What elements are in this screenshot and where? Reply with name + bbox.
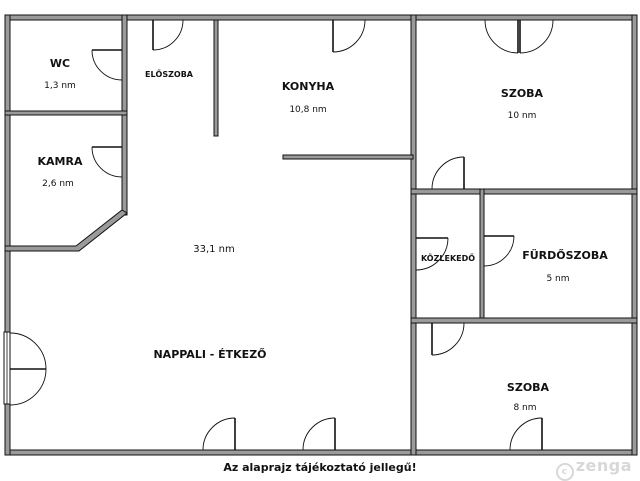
door-szoba1 <box>431 156 465 190</box>
door-konyha <box>332 19 366 53</box>
room-name-szoba-2: SZOBA <box>507 381 550 394</box>
room-name-konyha: KONYHA <box>282 80 335 93</box>
door-wc <box>91 49 123 81</box>
door-nappali-1 <box>202 417 236 451</box>
watermark-text: zenga <box>575 456 632 475</box>
doors <box>9 19 554 451</box>
outer-walls <box>4 14 638 456</box>
room-name-furdo: FÜRDŐSZOBA <box>522 248 608 262</box>
window <box>3 331 11 405</box>
room-name-kozlekedo: KÖZLEKEDŐ <box>421 253 475 263</box>
room-area-furdo: 5 nm <box>546 274 569 284</box>
room-name-kamra: KAMRA <box>38 155 83 168</box>
disclaimer-text: Az alaprajz tájékoztató jellegű! <box>223 461 417 474</box>
room-name-szoba-1: SZOBA <box>501 87 544 100</box>
room-name-wc: WC <box>50 57 70 70</box>
room-name-nappali: NAPPALI - ÉTKEZŐ <box>153 347 266 361</box>
floor-plan: WC 1,3 nm KAMRA 2,6 nm ELŐSZOBA KONYHA 1… <box>3 14 638 456</box>
room-area-szoba-1: 10 nm <box>508 111 537 121</box>
room-area-nappali: 33,1 nm <box>193 244 235 255</box>
copyright-icon: c <box>555 463 574 481</box>
interior-walls <box>4 14 638 456</box>
room-labels: WC 1,3 nm KAMRA 2,6 nm ELŐSZOBA KONYHA 1… <box>38 57 609 413</box>
door-szoba1-top <box>484 19 554 54</box>
door-kozlekedo <box>415 237 449 271</box>
room-area-szoba-2: 8 nm <box>513 403 536 413</box>
door-nappali-left <box>9 332 47 406</box>
door-szoba2 <box>431 322 465 356</box>
door-kamra <box>91 146 123 178</box>
room-area-kamra: 2,6 nm <box>42 179 74 189</box>
room-area-wc: 1,3 nm <box>44 81 76 91</box>
room-area-konyha: 10,8 nm <box>289 105 326 115</box>
door-nappali-2 <box>302 417 336 451</box>
door-eloszoba <box>152 19 184 51</box>
door-szoba2-bottom <box>509 417 543 451</box>
door-furdo <box>483 235 515 267</box>
room-name-eloszoba: ELŐSZOBA <box>145 69 194 79</box>
